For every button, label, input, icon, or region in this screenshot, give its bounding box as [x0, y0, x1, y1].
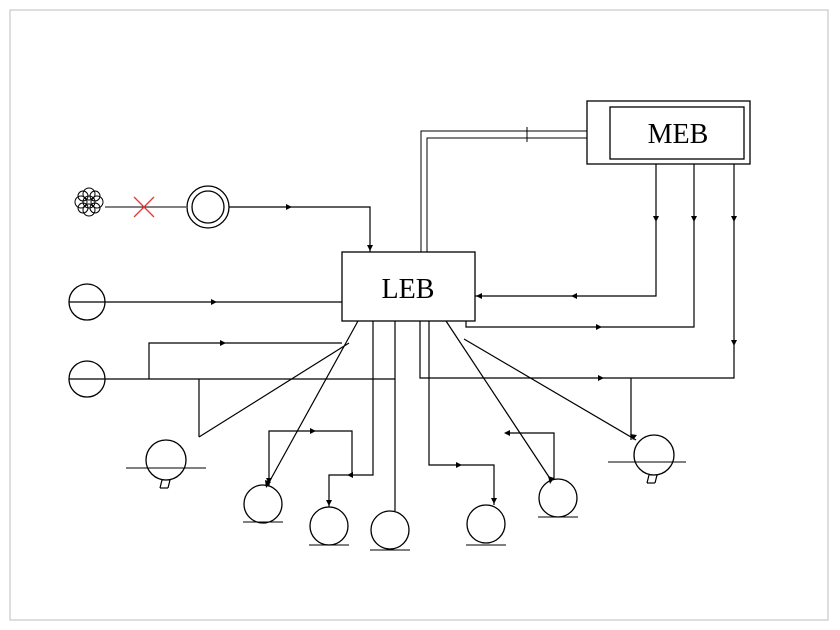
leb-meb-link [420, 127, 587, 252]
outlet-feed-line-1 [69, 299, 342, 305]
leb-box: LEB [341, 251, 476, 322]
leb-label: LEB [382, 274, 435, 305]
lamp-2-feed [463, 338, 637, 441]
socket-icon [466, 504, 506, 546]
meb-label: MEB [648, 119, 709, 150]
fan-feed-line [229, 204, 373, 252]
socket-icon [538, 478, 578, 518]
lamp-icon [126, 379, 206, 489]
socket-icon [370, 510, 410, 551]
fan-icon [74, 187, 104, 217]
lamp-feed [198, 342, 350, 438]
socket-2-feed [326, 321, 374, 507]
socket-1-feed [265, 320, 359, 488]
diagram-frame [9, 9, 829, 621]
socket-icon [309, 506, 349, 546]
meb-feeder-1 [475, 164, 659, 299]
cross-mark-icon [133, 196, 155, 218]
socket-5-feed [445, 320, 555, 484]
outlet-feed-line-2 [69, 340, 395, 380]
double-circle-icon [186, 185, 230, 229]
meb-feeder-3 [419, 164, 737, 381]
meb-feeder-2 [465, 164, 697, 330]
socket-4-feed [428, 321, 497, 505]
meb-box: MEB [586, 100, 751, 165]
socket-icon [243, 484, 283, 524]
lamp-icon [608, 378, 686, 484]
